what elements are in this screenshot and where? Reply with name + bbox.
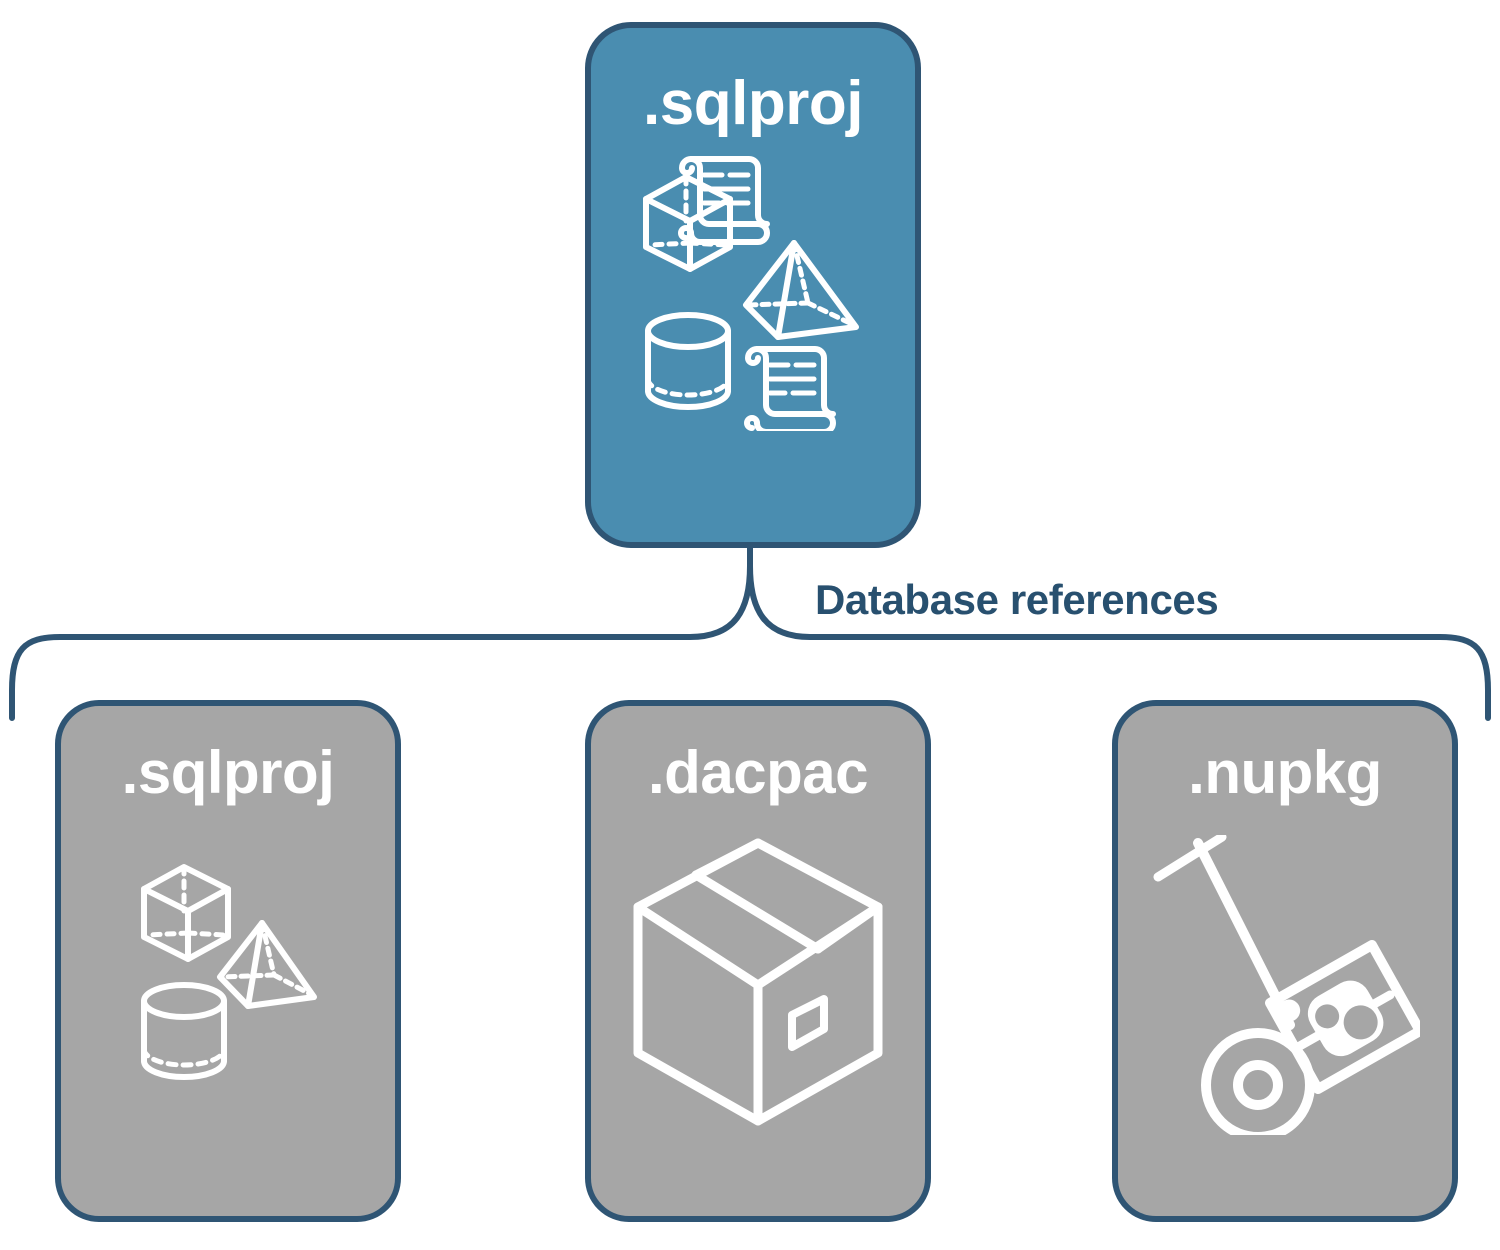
pyramid-wireframe-icon (743, 240, 859, 340)
node-sqlproj-root-artwork (591, 141, 915, 542)
node-sqlproj-root-label: .sqlproj (643, 69, 863, 138)
cylinder-wireframe-icon (141, 982, 227, 1080)
nuget-glyph-cutouts (1315, 1004, 1378, 1040)
scroll-script-icon (744, 346, 836, 431)
pyramid-wireframe-icon (217, 920, 317, 1009)
node-sqlproj-root[interactable]: .sqlproj (585, 22, 921, 548)
connector-brace-right (747, 563, 1491, 721)
cube-wireframe-icon (643, 174, 733, 272)
node-nupkg-artwork (1118, 813, 1452, 1216)
node-sqlproj-reference[interactable]: .sqlproj (55, 700, 401, 1222)
node-dacpac-artwork (591, 813, 925, 1216)
node-sqlproj-reference-artwork (61, 813, 395, 1216)
connector-label: Database references (815, 576, 1219, 623)
shipping-box-icon (633, 838, 883, 1126)
database-objects-illustration (141, 864, 317, 1080)
cylinder-wireframe-icon (645, 312, 731, 410)
node-dacpac-label: .dacpac (648, 739, 868, 806)
node-dacpac[interactable]: .dacpac (585, 700, 931, 1222)
connector-brace (9, 563, 753, 721)
cube-wireframe-icon (141, 864, 231, 962)
node-sqlproj-reference-label: .sqlproj (121, 739, 335, 806)
node-nupkg[interactable]: .nupkg (1112, 700, 1458, 1222)
hand-truck-package-icon (1153, 835, 1420, 1135)
node-nupkg-label: .nupkg (1188, 739, 1382, 806)
database-objects-illustration (643, 156, 859, 431)
